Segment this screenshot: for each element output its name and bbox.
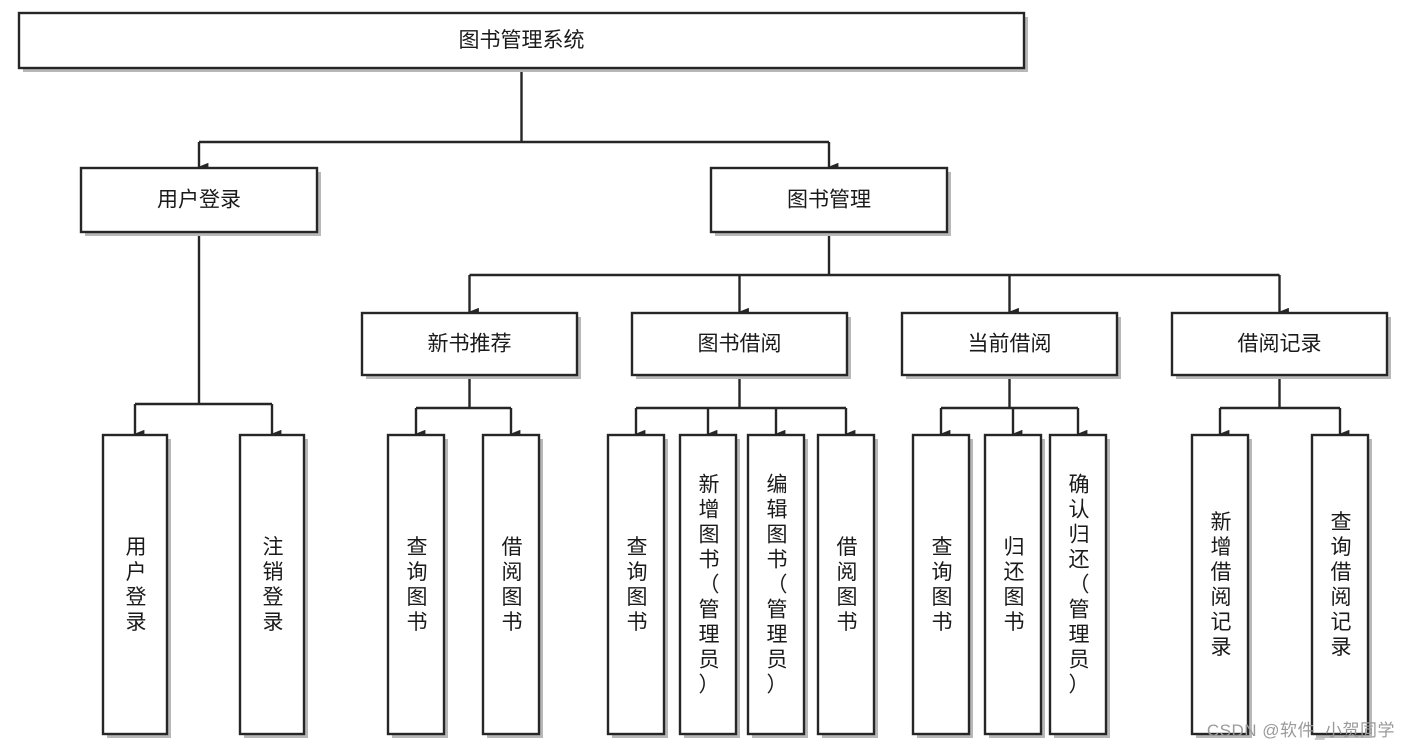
node-box-root[interactable] (17, 11, 1026, 70)
node-label-leaf-bb-edit-book: 编辑图书（管理员） (767, 474, 788, 697)
node-box-leaf-user-login[interactable] (101, 433, 169, 736)
node-label-root: 图书管理系统 (459, 29, 585, 52)
node-label-borrow-record: 借阅记录 (1238, 333, 1322, 356)
node-box-leaf-bb-edit-book[interactable] (746, 433, 806, 736)
node-boxes-layer (17, 11, 1389, 736)
connectors-layer (133, 68, 1350, 439)
node-labels-layer: 图书管理系统用户登录图书管理用户登录注销登录新书推荐查询图书借阅图书图书借阅查询… (126, 29, 1352, 696)
node-box-new-book-recommend[interactable] (360, 311, 579, 377)
node-label-leaf-bb-query-book: 查询图书 (627, 536, 648, 634)
node-box-leaf-br-add-record[interactable] (1190, 433, 1250, 736)
node-box-leaf-bb-query-book[interactable] (606, 433, 666, 736)
node-label-current-borrow: 当前借阅 (968, 333, 1052, 356)
node-box-borrow-record[interactable] (1170, 311, 1389, 377)
node-box-leaf-bb-add-book[interactable] (678, 433, 738, 736)
node-label-leaf-cb-query-book: 查询图书 (932, 536, 953, 634)
node-label-leaf-bb-borrow-book: 借阅图书 (837, 536, 858, 634)
node-box-leaf-cb-confirm-return[interactable] (1048, 433, 1108, 736)
node-label-book-borrow: 图书借阅 (698, 333, 782, 356)
node-box-leaf-nb-borrow-book[interactable] (481, 433, 541, 736)
node-box-current-borrow[interactable] (900, 311, 1119, 377)
node-label-leaf-bb-add-book: 新增图书（管理员） (699, 474, 720, 697)
node-label-book-management: 图书管理 (787, 189, 871, 212)
node-box-leaf-cb-query-book[interactable] (911, 433, 971, 736)
node-box-leaf-bb-borrow-book[interactable] (816, 433, 876, 736)
node-label-leaf-nb-query-book: 查询图书 (407, 536, 428, 634)
node-label-leaf-user-login: 用户登录 (126, 536, 147, 634)
node-box-book-borrow[interactable] (630, 311, 849, 377)
node-label-leaf-br-add-record: 新增借阅记录 (1211, 511, 1232, 659)
node-label-leaf-cb-return-book: 归还图书 (1004, 536, 1025, 634)
node-label-leaf-nb-borrow-book: 借阅图书 (502, 536, 523, 634)
node-label-leaf-user-logout: 注销登录 (263, 536, 284, 634)
node-box-leaf-cb-return-book[interactable] (983, 433, 1043, 736)
node-label-leaf-cb-confirm-return: 确认归还（管理员） (1069, 474, 1090, 697)
node-box-leaf-br-query-record[interactable] (1310, 433, 1370, 736)
node-label-new-book-recommend: 新书推荐 (428, 333, 512, 356)
node-box-leaf-user-logout[interactable] (238, 433, 306, 736)
node-box-user-login[interactable] (79, 166, 319, 234)
node-box-book-management[interactable] (709, 166, 949, 234)
csdn-watermark: CSDN @软件_小贺同学 (1206, 721, 1395, 740)
node-box-leaf-nb-query-book[interactable] (386, 433, 446, 736)
node-label-leaf-br-query-record: 查询借阅记录 (1331, 511, 1352, 659)
node-label-user-login: 用户登录 (157, 189, 241, 212)
